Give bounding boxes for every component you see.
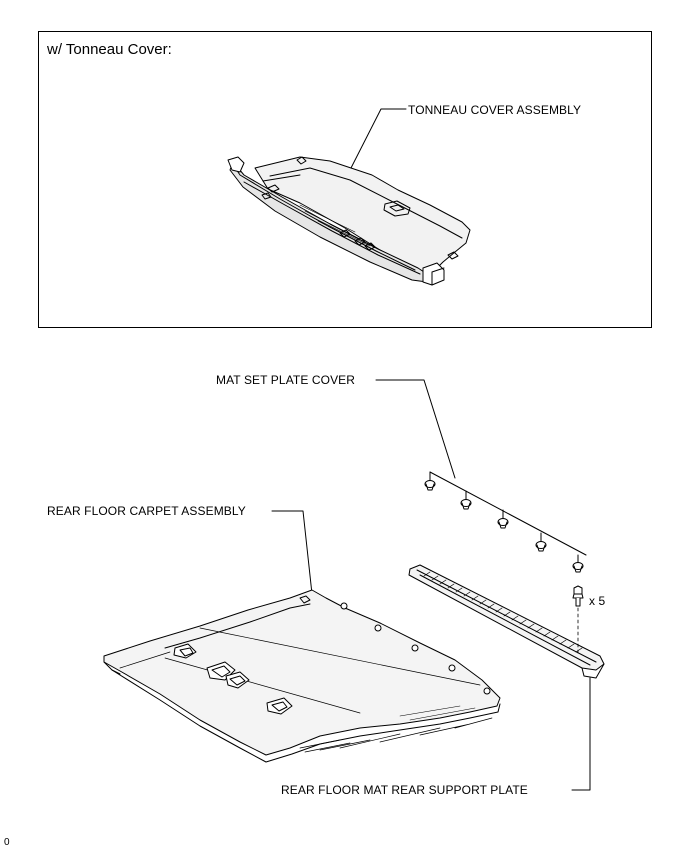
frame-title: w/ Tonneau Cover:: [47, 41, 172, 58]
clip-row-illustration: [375, 379, 587, 573]
clip-icon: [572, 585, 584, 655]
figure-reference-number: 0: [4, 837, 10, 848]
tonneau-cover-illustration: [227, 108, 471, 286]
tonneau-cover-frame: w/ Tonneau Cover:: [38, 31, 652, 328]
label-rear-floor-carpet-assembly: REAR FLOOR CARPET ASSEMBLY: [47, 504, 246, 518]
carpet-illustration: [103, 510, 501, 763]
label-mat-set-plate-cover: MAT SET PLATE COVER: [216, 373, 356, 387]
label-fastener-quantity: x 5: [589, 594, 606, 608]
support-plate-illustration: [408, 564, 605, 791]
label-rear-floor-mat-rear-support-plate: REAR FLOOR MAT REAR SUPPORT PLATE: [281, 783, 528, 797]
label-tonneau-cover-assembly: TONNEAU COVER ASSEMBLY: [408, 103, 582, 117]
